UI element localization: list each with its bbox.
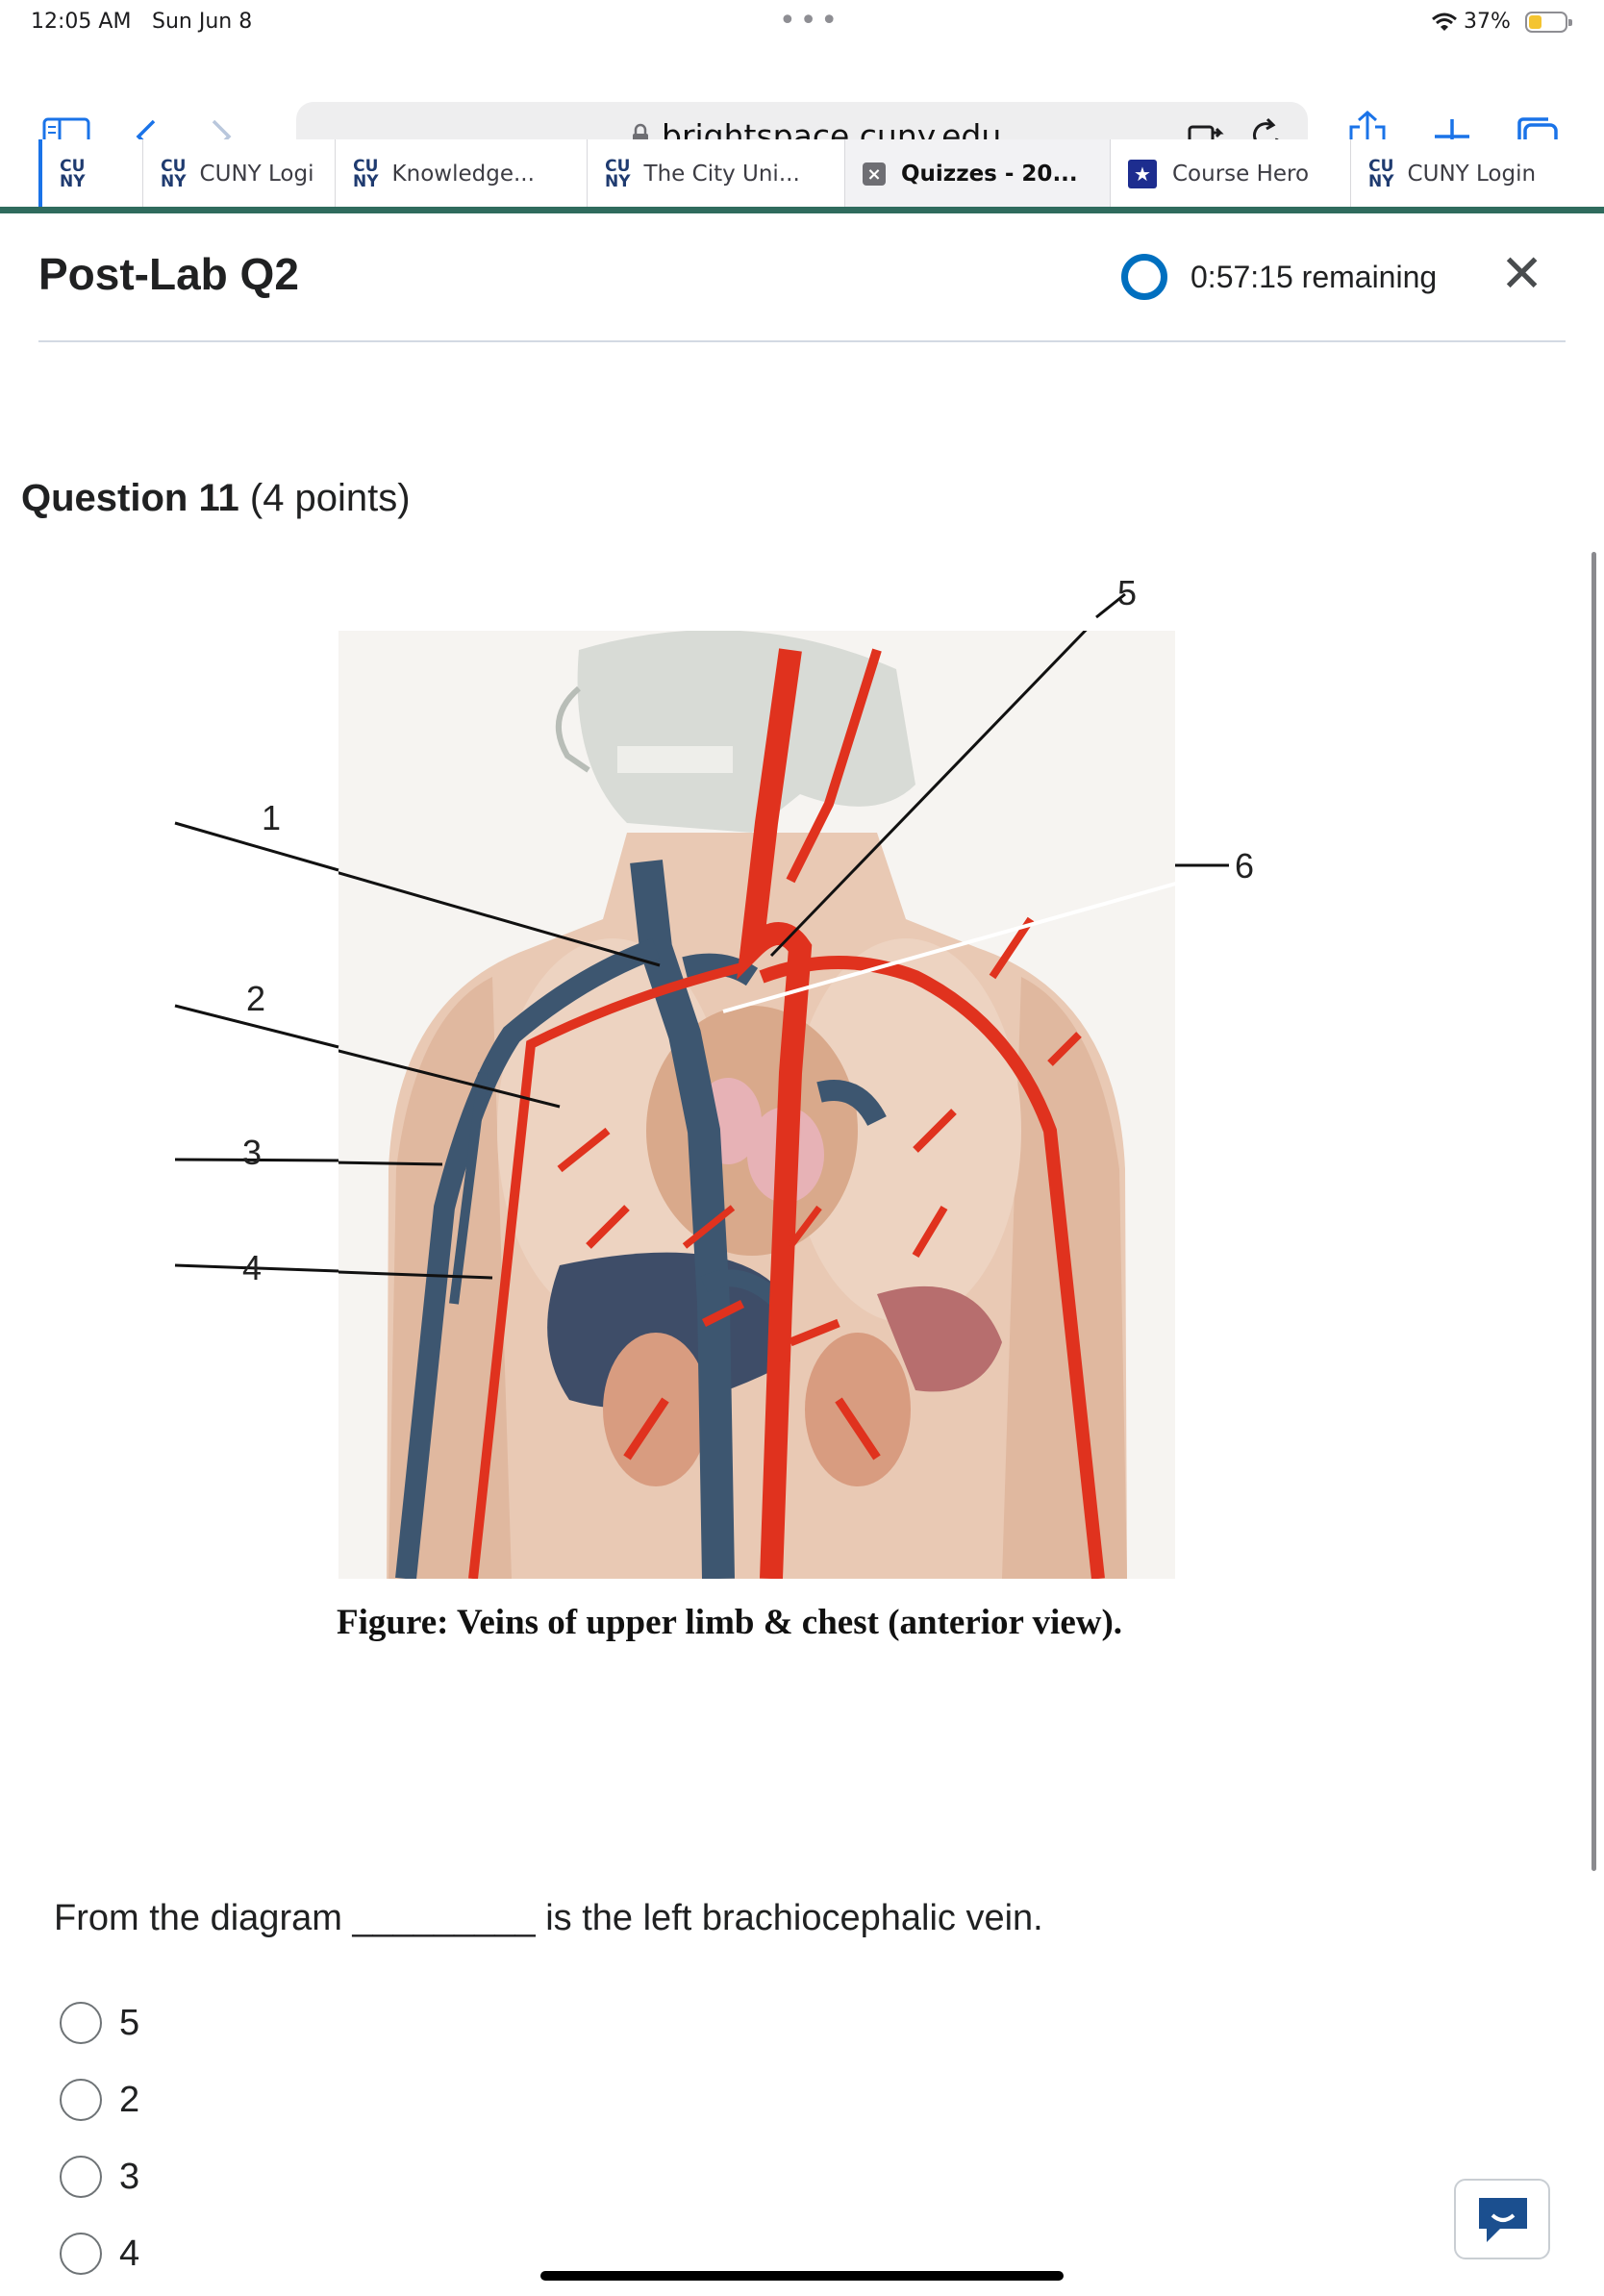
tab-course-hero[interactable]: ★ Course Hero [1110,139,1350,209]
home-indicator[interactable] [540,2271,1064,2281]
option-label: 4 [119,2233,140,2274]
chat-button[interactable] [1454,2179,1550,2259]
question-number: Question 11 [21,477,239,519]
timer-text: 0:57:15 remaining [1190,260,1438,294]
battery-fill [1529,15,1542,29]
header-divider [38,340,1566,342]
figure-label-1: 1 [262,798,282,837]
tab-label: CUNY Login [1407,162,1537,187]
tab-label: Knowledge... [391,162,535,187]
tab-quizzes[interactable]: × Quizzes - 20... [844,139,1110,209]
figure-label-2: 2 [246,979,266,1018]
status-date: Sun Jun 8 [152,10,253,34]
answer-option[interactable]: 5 [60,1994,139,2052]
tab-label: The City Uni... [643,162,800,187]
option-label: 2 [119,2079,140,2120]
star-icon: ★ [1128,160,1157,188]
prompt-after: is the left brachiocephalic vein. [535,1898,1043,1938]
answer-option[interactable]: 3 [60,2148,139,2206]
close-tab-icon[interactable]: × [863,162,886,186]
figure-label-5: 5 [1117,573,1138,612]
anatomy-figure [338,631,1175,1579]
wifi-icon [1432,12,1457,31]
figure-label-3: 3 [242,1133,263,1172]
radio-button[interactable] [60,2002,102,2044]
battery-nub [1568,19,1572,26]
radio-button[interactable] [60,2079,102,2121]
radio-button[interactable] [60,2156,102,2198]
answer-option[interactable]: 2 [60,2071,139,2129]
option-label: 3 [119,2156,140,2197]
tab-label: CUNY Logi [199,162,314,187]
battery-icon [1525,12,1572,33]
figure-label-6: 6 [1235,846,1255,886]
multitask-dots-icon[interactable]: ••• [779,4,842,37]
tab-label: Course Hero [1172,162,1310,187]
tab-label: Quizzes - 20... [901,162,1078,187]
timer-ring-icon [1121,254,1167,300]
answer-option[interactable]: 4 [60,2225,139,2283]
browser-toolbar: brightspace.cuny.edu [0,48,1604,171]
figure-label-4: 4 [242,1248,263,1287]
prompt-blank: _________ [352,1898,536,1938]
question-points: (4 points) [249,477,411,519]
figure-caption: Figure: Veins of upper limb & chest (ant… [337,1603,1123,1642]
scrollbar[interactable] [1591,552,1596,1871]
chat-icon [1479,2198,1527,2242]
status-time: 12:05 AM [31,10,132,34]
question-prompt: From the diagram _________ is the left b… [54,1898,1043,1939]
quiz-title: Post-Lab Q2 [38,249,299,299]
option-label: 5 [119,2002,140,2043]
prompt-before: From the diagram [54,1898,353,1938]
radio-button[interactable] [60,2233,102,2275]
question-heading: Question 11 (4 points) [21,477,411,520]
figure-leader-lines [174,592,1229,1273]
battery-percent: 37% [1464,10,1511,34]
tab-underline [0,207,1604,213]
close-quiz-icon[interactable]: ✕ [1500,243,1544,304]
status-bar: 12:05 AM Sun Jun 8 ••• 37% [0,0,1604,48]
